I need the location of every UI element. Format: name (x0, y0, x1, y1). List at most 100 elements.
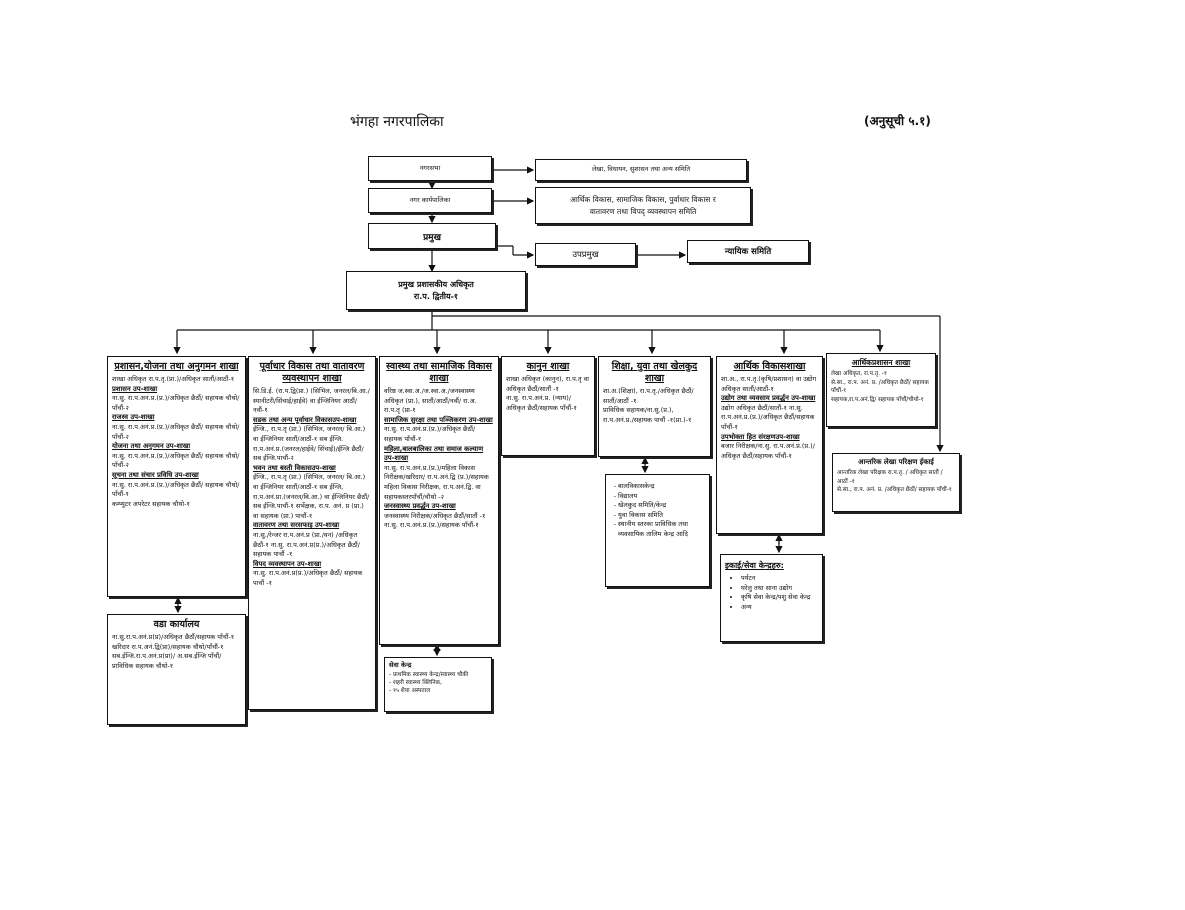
financial-admin-title: आर्थिकप्रशासन शाखा (851, 358, 911, 367)
committee-2-line2: वातावरण तथा विपद् व्यवस्थापन समिति (589, 206, 697, 216)
infrastructure-branch: पूर्वाधार विकास तथा वातावरण व्यवस्थापन श… (248, 356, 376, 710)
social-security-subbranch-title: सामाजिक सुरक्षा तथा पञ्जिकरण उप-शाखा (384, 415, 493, 424)
economic-branch-officer: शा.अ., रा.प.तृ.(कृषि/प्रशासन) वा उद्योग … (721, 375, 817, 393)
consumer-subbranch-title: उपभोक्ता हित संरक्षणउप-शाखा (721, 432, 800, 441)
education-branch-officer: शा.अ.(शिक्षा), रा.प.तृ./अधिकृत छैठौं/सात… (603, 387, 694, 405)
building-subbranch-title: भवन तथा बस्ती विकासउप-शाखा (253, 463, 336, 472)
internal-audit-box: आन्तरिक लेखा परिक्षण ईकाई आन्तरिक लेखा प… (832, 453, 960, 512)
health-branch-title: स्वास्थ्य तथा सामाजिक विकास शाखा (386, 361, 492, 384)
committee-box-1: लेखा, विधायन, सुशासन तथा अन्य समिति (535, 159, 747, 181)
education-unit-item: खेलकुद समिति/केन्द्र (618, 501, 705, 511)
admin-planning-branch: प्रशासन,योजना तथा अनुगमन शाखा शाखा अधिकृ… (107, 356, 246, 597)
education-branch-title: शिक्षा, युवा तथा खेलकुद शाखा (611, 361, 698, 384)
public-health-inspector: जनस्वास्थ्य निरीक्षक/अधिकृत छैठौं/सातौं … (384, 511, 486, 520)
environment-subbranch-title: वातावरण तथा सरसफाइ उप-शाखा (253, 521, 340, 530)
disaster-subbranch-staff: ना.सु. रा.प.अनं.प्र(प्र.)/अधिकृत छैठौं/ … (253, 569, 363, 587)
education-branch-staff: प्राविधिक सहायक/ना.सु.(प्र.), रा.प.अनं.प… (603, 406, 692, 424)
unit-item: पर्यटन (741, 574, 818, 584)
units-service-centres-box: इकाई/सेवा केन्द्रहरु: पर्यटन घरेलु तथा स… (720, 554, 823, 642)
computer-operator: कम्प्युटर अपरेटर सहायक चौथो-१ (112, 499, 190, 508)
disaster-subbranch-title: विपद व्यवस्थापन उप-शाखा (253, 559, 322, 568)
accounts-officer: लेखा अधिकृत, रा.प.तृ. -१ (831, 371, 887, 377)
internal-auditor: आन्तरिक लेखा परिक्षक रा.प.तृ. / अधिकृत स… (837, 470, 943, 485)
accounts-staff-1: से.सा., रा.प. अनं. प्र. /अधिकृत छैठौं/ स… (831, 379, 929, 395)
education-units-box: बालविकासकेन्द्र विद्यालय खेलकुद समिति/के… (605, 474, 710, 587)
karyapalika-label: नगर कार्यपालिका (409, 195, 451, 204)
education-branch: शिक्षा, युवा तथा खेलकुद शाखा शा.अ.(शिक्ष… (598, 356, 711, 457)
cao-box: प्रमुख प्रशासकीय अधिकृत रा.प. द्वितीय-१ (346, 271, 526, 310)
upapramukh-label: उपप्रमुख (572, 250, 599, 260)
nyayik-samiti-label: न्यायिक समिति (724, 247, 772, 257)
economic-branch: आर्थिक विकासशाखा शा.अ., रा.प.तृ.(कृषि/प्… (716, 356, 823, 534)
industry-subbranch-staff: उद्योग अधिकृत छैठौं/सातौं-१ ना.सु. रा.प.… (721, 403, 815, 431)
nyayik-samiti-box: न्यायिक समिति (687, 240, 809, 263)
karyapalika-box: नगर कार्यपालिका (368, 188, 492, 213)
public-health-subbranch-title: जनस्वास्थ्य प्रवर्द्धन उप-शाखा (384, 502, 456, 511)
health-branch-officer: वरिष्ठ ज.स्वा.अ./ज.स्वा.अ./जनस्वास्थ्य अ… (384, 387, 477, 415)
accounts-staff-2: सहायक,रा.प.अनं.द्वि/ सहायक पाँचौं/चौथो-१ (831, 396, 924, 403)
unit-item: कृषि सेवा केन्द्र/पशु सेवा केन्द्र (741, 593, 818, 603)
annex-label: (अनुसूची ५.१) (864, 114, 931, 128)
ward-office-staff-2: खरिदार रा.प.अनं.द्वि(प्रा)/सहायक चौथो/पा… (112, 642, 224, 651)
nagarsabha-box: नगरसभा (368, 156, 492, 181)
ward-office-staff-3: सब.ईन्जि.रा.प.अनं.प्र(प्रा)/ अ.सब.ईन्जि … (112, 652, 222, 670)
cao-title: प्रमुख प्रशासकीय अधिकृत (398, 279, 474, 289)
ict-subbranch-staff: ना.सु. रा.प.अनं.प्र.(प्र.)/अधिकृत छैठौं/… (112, 480, 240, 499)
admin-branch-officer: शाखा अधिकृत रा.प.तृ.(प्रा.)/अधिकृत सातौं… (112, 375, 235, 383)
revenue-subbranch-title: राजस्व उप-शाखा (112, 413, 155, 422)
revenue-subbranch-staff: ना.सु. रा.प.अनं.प्र.(प्र.)/अधिकृत छैठौं/… (112, 422, 240, 441)
education-unit-item: स्थानीय स्तरका प्राविधिक तथा व्यवसायिक त… (618, 520, 705, 539)
planning-subbranch-title: योजना तथा अनुगमन उप-शाखा (112, 442, 191, 451)
admin-subbranch-staff: ना.सु. रा.प.अनं.प्र.(प्र.)/अधिकृत छैठौं/… (112, 394, 240, 412)
internal-audit-title: आन्तरिक लेखा परिक्षण ईकाई (858, 458, 934, 466)
public-health-staff: ना.सु. रा.प.अनं.प्र.(प्र.)/सहायक पाँचौं-… (384, 521, 479, 530)
internal-audit-staff: से.सा., रा.प. अनं. प्र. /अधिकृत छैठौं/ स… (837, 487, 952, 493)
committee-2-line1: आर्थिक विकास, सामाजिक विकास, पुर्वाधार व… (570, 194, 716, 204)
education-unit-item: युवा विकास समिति (618, 511, 705, 521)
pramukh-box: प्रमुख (368, 223, 496, 249)
service-centre-box: सेवा केन्द्र - प्राथमिक स्वास्थ्य केन्द्… (384, 657, 492, 712)
committee-1-label: लेखा, विधायन, सुशासन तथा अन्य समिति (591, 165, 691, 174)
service-centre-item: - प्राथमिक स्वास्थ्य केन्द्र/स्वास्थ्य च… (389, 671, 469, 678)
unit-item: अन्य (741, 603, 818, 613)
women-children-subbranch-title: महिला,बालबालिका तथा समाज कल्याण उप-शाखा (384, 444, 484, 463)
ward-office-box: वडा कार्यालय ना.सु.रा.प.अनं.प्र(प्र)/अधि… (107, 614, 246, 725)
education-unit-item: विद्यालय (618, 492, 705, 502)
economic-branch-title: आर्थिक विकासशाखा (733, 361, 806, 372)
financial-admin-branch: आर्थिकप्रशासन शाखा लेखा अधिकृत, रा.प.तृ.… (826, 353, 936, 427)
building-subbranch-staff: ईन्जि., रा.प.तृ (प्रा.) (सिभिल, जनरल/ बि… (253, 473, 370, 520)
infrastructure-branch-officer: सि.डि.ई. (रा.प.द्वि(प्रा.) (सिभिल, जनरल/… (253, 387, 370, 415)
cao-grade: रा.प. द्वितीय-१ (413, 291, 459, 301)
infrastructure-branch-title: पूर्वाधार विकास तथा वातावरण व्यवस्थापन श… (259, 361, 365, 384)
health-social-branch: स्वास्थ्य तथा सामाजिक विकास शाखा वरिष्ठ … (379, 356, 499, 645)
industry-subbranch-title: उद्योग तथा व्यवसाय प्रवर्द्धन उप-शाखा (721, 394, 816, 403)
environment-subbranch-staff: ना.सु./रेन्जर रा.प.अनं.प्र (प्रा./वन) /अ… (253, 530, 360, 559)
service-centre-item: - शहरी स्वास्थ्य क्लिनिक, (389, 679, 442, 686)
page-title: भंगहा नगरपालिका (350, 114, 444, 130)
road-subbranch-staff: ईन्जि., रा.प.तृ (प्रा.) (सिभिल, जनरल/ बि… (253, 425, 366, 463)
pramukh-label: प्रमुख (423, 232, 441, 243)
law-branch: कानुन शाखा शाखा अधिकृत (कानुन), रा.प.तृ … (501, 356, 595, 456)
ward-office-staff-1: ना.सु.रा.प.अनं.प्र(प्र)/अधिकृत छैठौं/सहा… (112, 633, 235, 641)
unit-item: घरेलु तथा साना उद्योग (741, 584, 818, 594)
ward-office-title: वडा कार्यालय (153, 619, 200, 630)
planning-subbranch-staff: ना.सु. रा.प.अनं.प्र.(प्र.)/अधिकृत छैठौं/… (112, 451, 240, 470)
committee-box-2: आर्थिक विकास, सामाजिक विकास, पुर्वाधार व… (535, 187, 751, 224)
service-centre-item: - १५ शैया अस्पताल (389, 687, 431, 694)
law-branch-officer: शाखा अधिकृत (कानुन), रा.प.तृ वा अधिकृत छ… (506, 375, 589, 393)
admin-branch-title: प्रशासन,योजना तथा अनुगमन शाखा (114, 361, 239, 372)
nagarsabha-label: नगरसभा (419, 163, 441, 172)
women-children-subbranch-staff: ना.सु. रा.प.अनं.प्र.(प्र.)/महिला विकास न… (384, 463, 489, 501)
law-branch-title: कानुन शाखा (526, 361, 570, 372)
ict-subbranch-title: सूचना तथा संचार प्रविधि उप-शाखा (112, 470, 199, 479)
upapramukh-box: उपप्रमुख (535, 243, 636, 266)
law-branch-staff: ना.सु. रा.प.अनं.प्र. (न्याय)/ अधिकृत छैठ… (506, 394, 577, 412)
social-security-subbranch-staff: ना.सु. रा.प.अनं.प्र.(प्र.)/अधिकृत छैठौं/… (384, 425, 476, 443)
consumer-subbranch-staff: बजार निरीक्षक/ना.सु. रा.प.अनं.प्र.(प्र.)… (721, 442, 815, 460)
units-title: इकाई/सेवा केन्द्रहरु: (725, 561, 784, 570)
education-unit-item: बालविकासकेन्द्र (618, 482, 705, 492)
admin-subbranch-title: प्रशासन उप-शाखा (112, 384, 158, 393)
road-subbranch-title: सडक तथा अन्य पूर्वाधार विकासउप-शाखा (253, 415, 357, 424)
service-centre-title: सेवा केन्द्र (389, 661, 412, 669)
